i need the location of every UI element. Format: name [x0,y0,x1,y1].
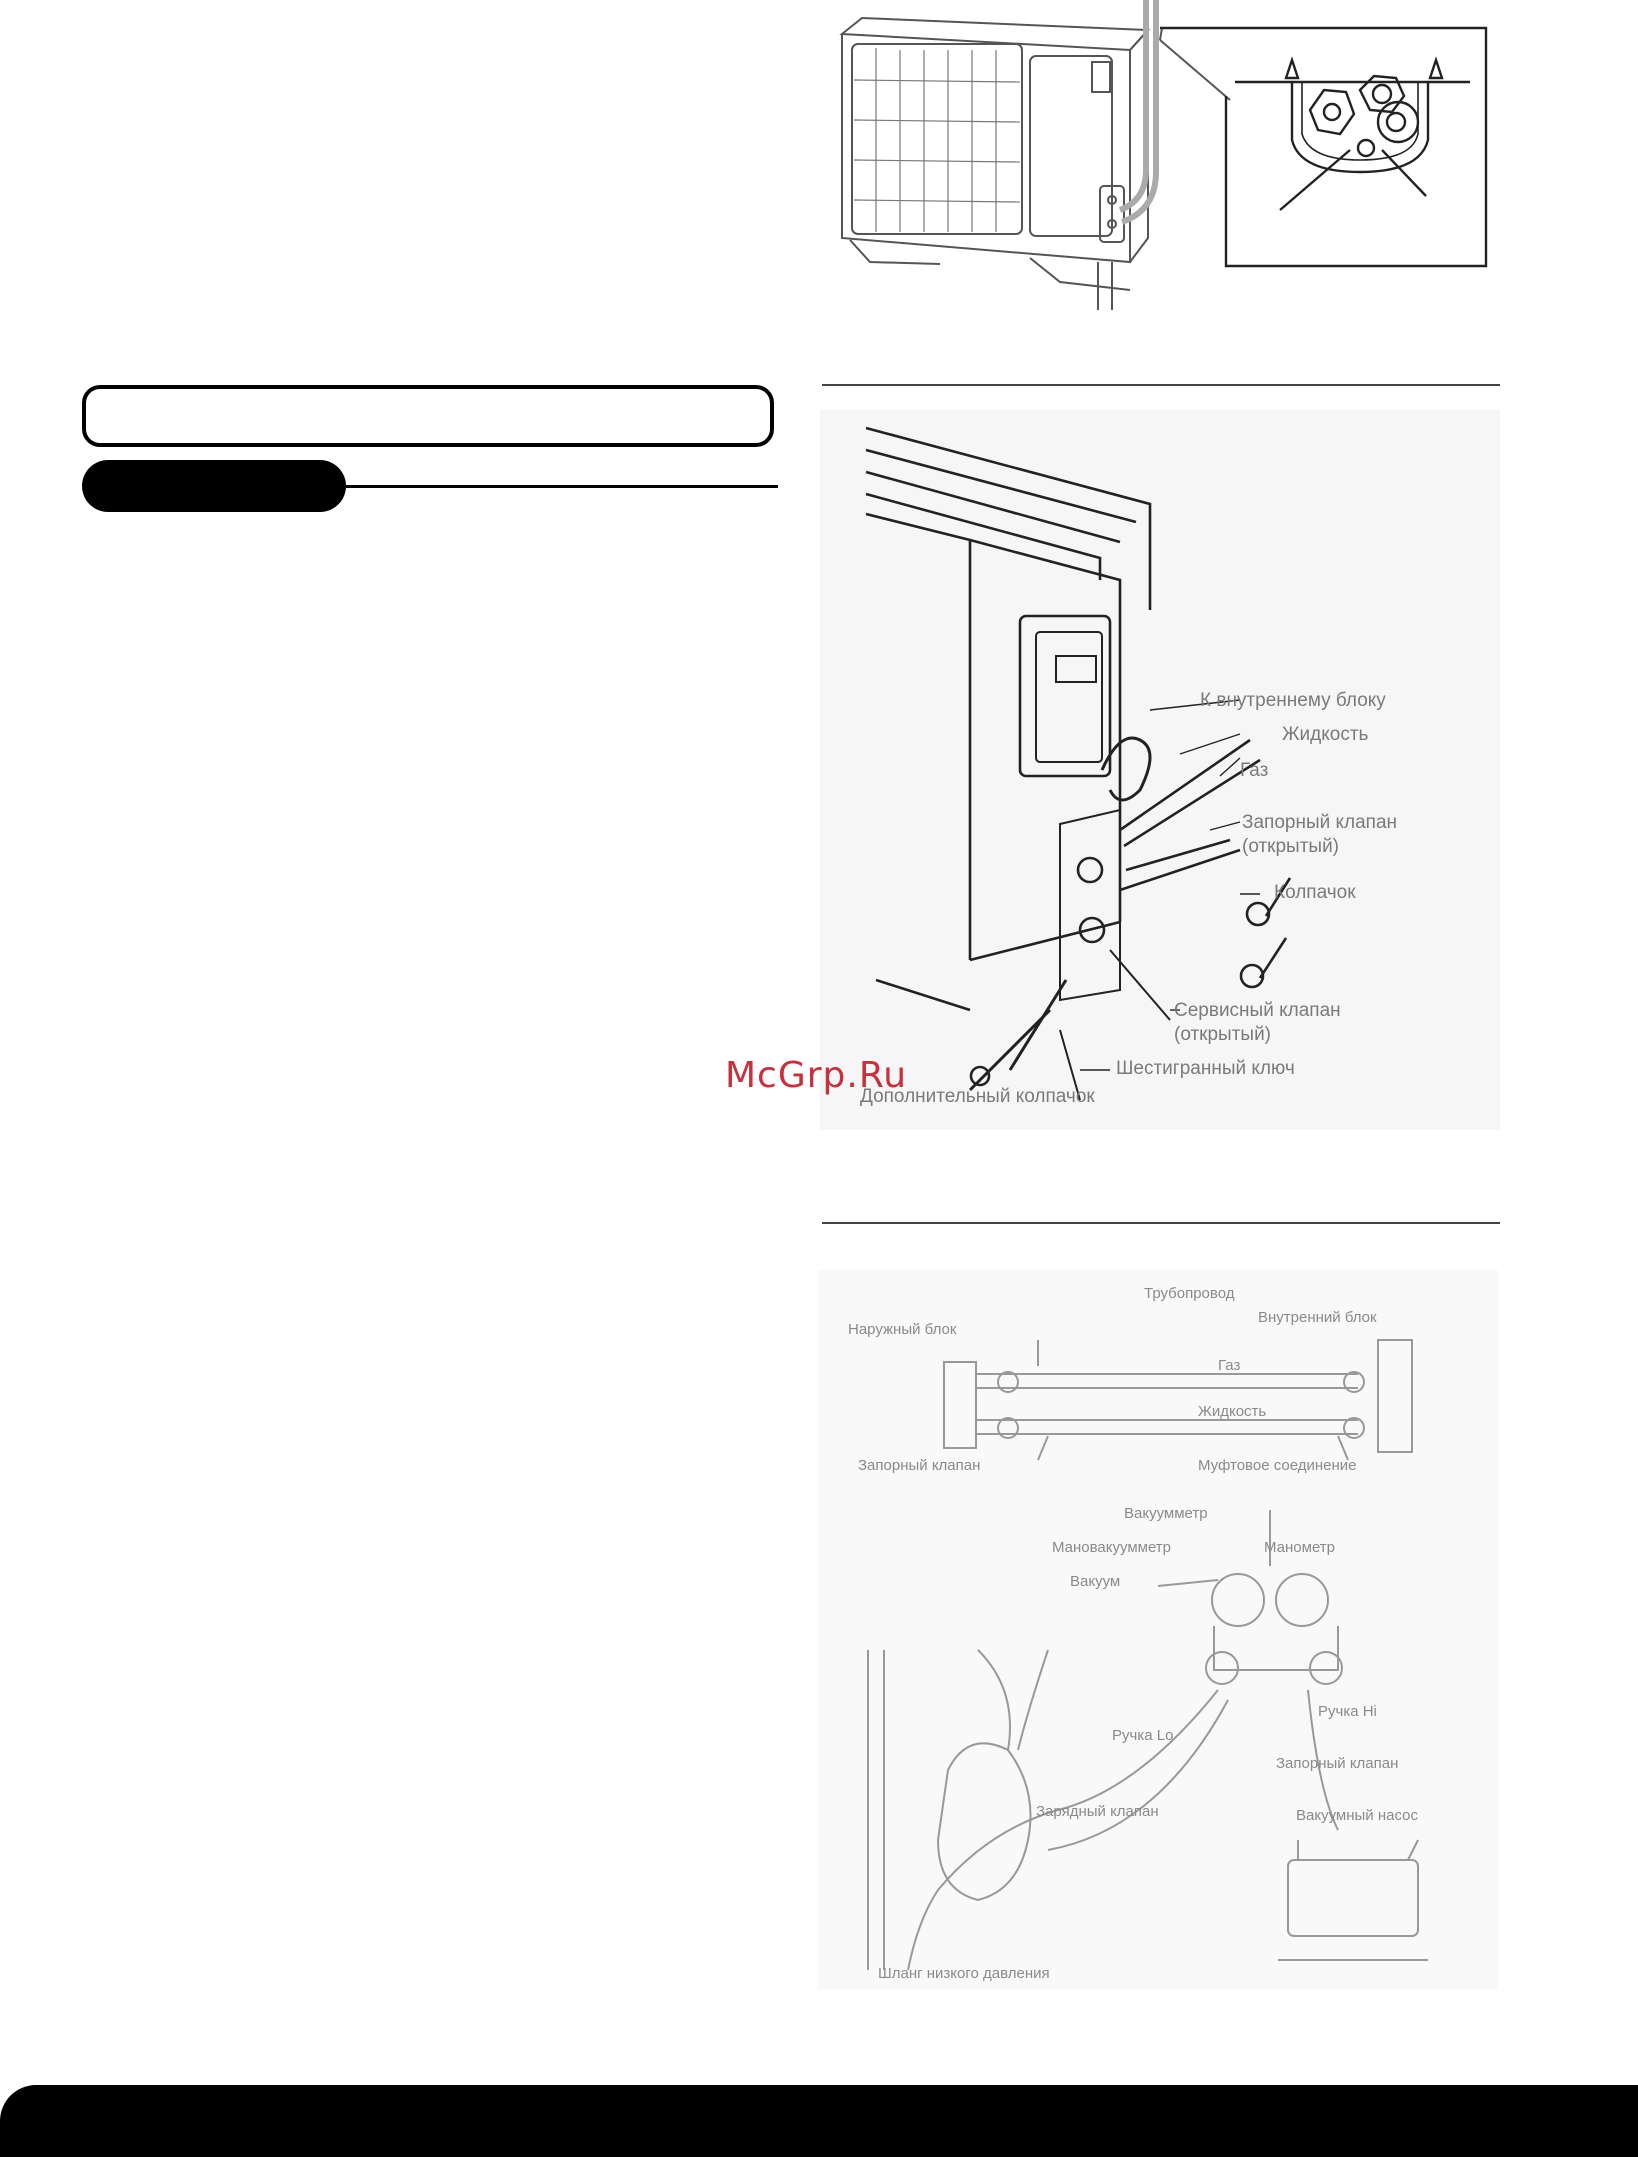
evacuation-schematic-figure: Трубопровод Наружный блок Внутренний бло… [818,1270,1498,1990]
label-gas: Газ [1240,760,1268,781]
figure-divider-2 [822,1222,1500,1224]
label-service-valve-state: (открытый) [1174,1024,1271,1045]
label-indoor: Внутренний блок [1258,1309,1377,1326]
label-low-pressure-hose: Шланг низкого давления [878,1965,1050,1982]
label-shutoff-valve-state: (открытый) [1242,836,1339,857]
label-shutoff-valve: Запорный клапан [1242,812,1397,833]
valve-connection-figure: К внутреннему блоку Жидкость Газ Запорны… [820,410,1500,1130]
outdoor-unit-figure [839,0,1488,310]
label-manovacuummeter: Мановакуумметр [1052,1539,1171,1556]
label-to-indoor: К внутреннему блоку [1200,690,1386,711]
watermark-text: McGrp.Ru [725,1055,908,1096]
label-shutoff-valve: Запорный клапан [858,1457,980,1474]
subsection-label-pill [82,460,346,512]
label-flare-connection: Муфтовое соединение [1198,1457,1357,1474]
label-vacuum: Вакуум [1070,1573,1120,1590]
page-footer-bar [0,2085,1638,2157]
subsection-rule [346,485,778,488]
label-vacuum-pump: Вакуумный насос [1296,1807,1418,1824]
label-cap: Колпачок [1274,882,1356,903]
figure-divider-1 [822,384,1500,386]
label-service-valve: Зарядный клапан [1036,1803,1159,1820]
label-outdoor: Наружный блок [848,1321,957,1338]
label-manometer: Манометр [1264,1539,1335,1556]
label-hex-key: Шестигранный ключ [1116,1058,1295,1079]
label-piping: Трубопровод [1144,1285,1235,1302]
label-compound-gauge: Вакуумметр [1124,1505,1208,1522]
label-liquid-line: Жидкость [1198,1403,1266,1420]
label-handle-lo: Ручка Lo [1112,1727,1173,1744]
label-handle-hi: Ручка Hi [1318,1703,1377,1720]
label-extra-cap: Дополнительный колпачок [860,1086,1095,1107]
label-service-valve: Сервисный клапан [1174,1000,1341,1021]
label-liquid: Жидкость [1282,724,1369,745]
section-title-box [82,385,774,447]
label-gas-line: Газ [1218,1357,1240,1374]
label-check-valve: Запорный клапан [1276,1755,1398,1772]
